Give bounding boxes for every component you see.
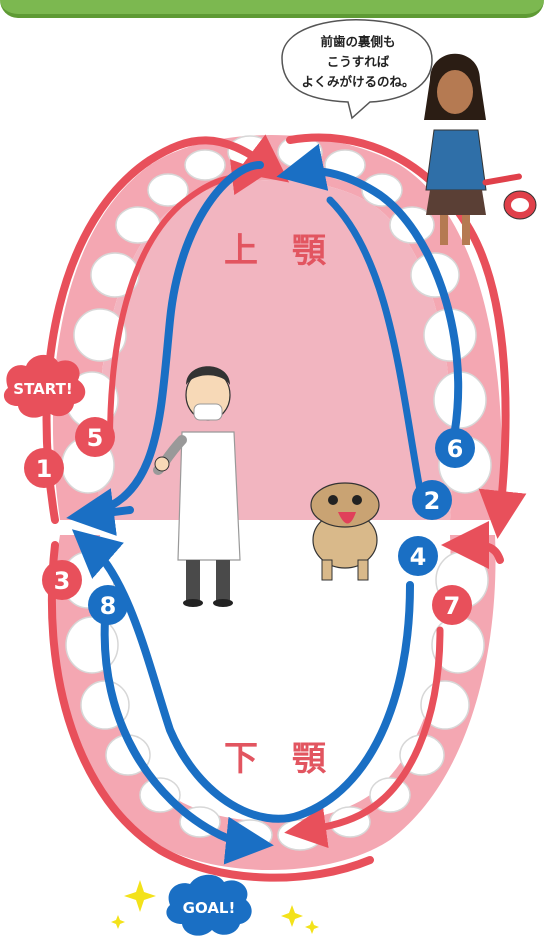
girl-character — [424, 54, 536, 245]
speech-line-1: 前歯の裏側も — [320, 34, 395, 49]
goal-text: GOAL! — [183, 899, 236, 917]
speech-bubble: 前歯の裏側も こうすれば よくみがけるのね。 — [282, 20, 432, 118]
step-6-label: 6 — [447, 435, 464, 463]
speech-line-3: よくみがけるのね。 — [301, 74, 414, 89]
step-5-label: 5 — [87, 424, 104, 452]
step-2-badge: 2 — [412, 480, 452, 520]
step-7-badge: 7 — [432, 585, 472, 625]
step-1-badge: 1 — [24, 448, 64, 488]
speech-line-2: こうすれば — [327, 54, 390, 69]
step-7-label: 7 — [444, 592, 461, 620]
step-4-badge: 4 — [398, 536, 438, 576]
step-1-label: 1 — [36, 455, 53, 483]
step-2-label: 2 — [424, 487, 441, 515]
step-3-badge: 3 — [42, 560, 82, 600]
bulldog-character — [311, 483, 379, 580]
step-5-badge: 5 — [75, 417, 115, 457]
blue-path-upper-left-arrow — [90, 510, 130, 515]
step-6-badge: 6 — [435, 428, 475, 468]
goal-badge: GOAL! — [166, 875, 251, 936]
upper-jaw-label: 上 顎 — [224, 231, 327, 271]
step-4-label: 4 — [410, 543, 427, 571]
step-3-label: 3 — [54, 567, 71, 595]
lower-jaw-label: 下 顎 — [224, 739, 327, 779]
start-text: START! — [13, 380, 72, 398]
step-8-label: 8 — [100, 592, 117, 620]
step-8-badge: 8 — [88, 585, 128, 625]
